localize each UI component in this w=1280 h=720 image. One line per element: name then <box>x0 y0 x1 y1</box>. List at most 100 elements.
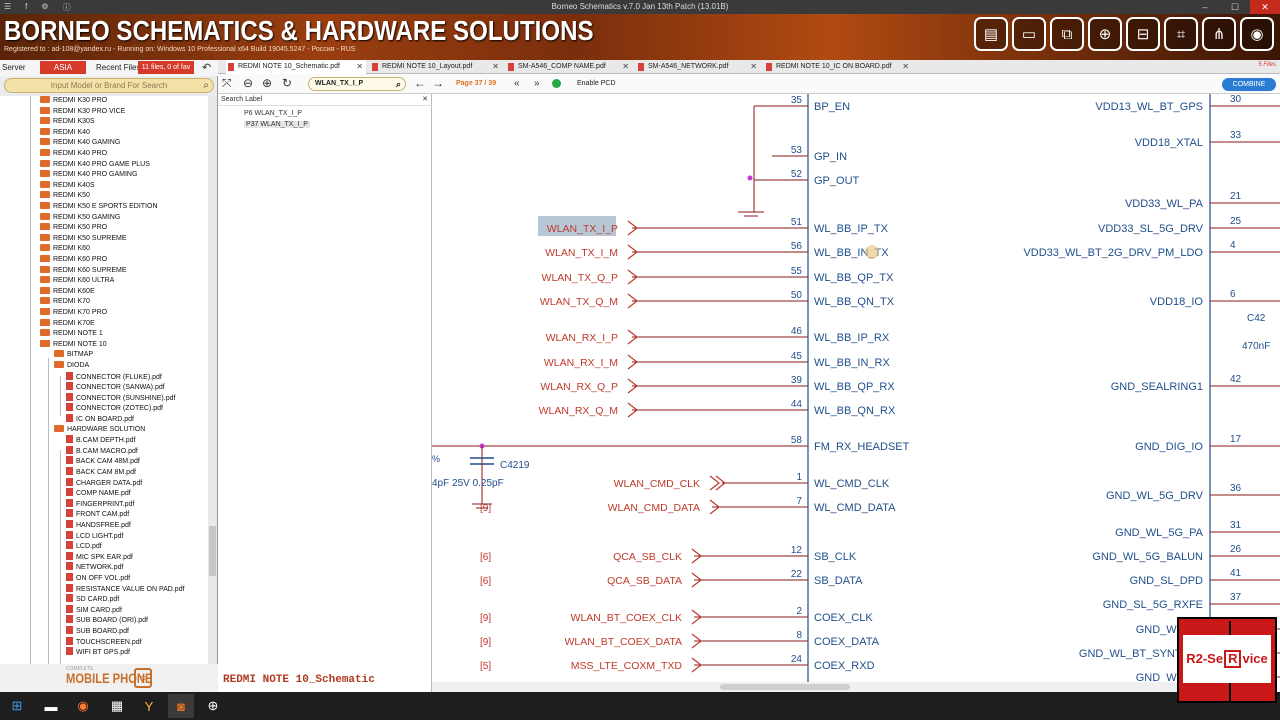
tree-file-item[interactable]: CONNECTOR (ZOTEC).pdf <box>66 403 163 414</box>
close-panel-icon[interactable]: ✕ <box>422 96 428 103</box>
app-grid-icon[interactable]: ▦ <box>110 698 124 713</box>
recent-files-label[interactable]: Recent Files <box>96 63 141 72</box>
tree-file-item[interactable]: LCD.pdf <box>66 541 102 552</box>
tree-file-item[interactable]: WIFI BT GPS.pdf <box>66 647 130 658</box>
search-icon[interactable]: ⌕ <box>203 80 209 91</box>
close-button[interactable]: ✕ <box>1250 0 1280 14</box>
tree-folder-item[interactable]: REDMI K50 GAMING <box>40 212 120 224</box>
tree-file-item[interactable]: LCD LIGHT.pdf <box>66 530 123 542</box>
menu-icon[interactable]: ☰ <box>4 2 12 11</box>
document-tab[interactable]: SM-A546_NETWORK.pdf✕ <box>636 60 760 74</box>
prev-result-icon[interactable]: ← <box>414 76 426 90</box>
close-tab-icon[interactable]: ✕ <box>902 62 909 71</box>
find-label-input[interactable]: WLAN_TX_I_P ⌕ <box>308 77 406 91</box>
tree-folder-item[interactable]: REDMI K60 SUPREME <box>40 265 127 277</box>
back-icon[interactable]: ↶ <box>202 62 212 74</box>
tree-folder-item[interactable]: REDMI K50 E SPORTS EDITION <box>40 202 158 213</box>
tree-file-item[interactable]: B.CAM MACRO.pdf <box>66 445 138 457</box>
file-explorer-icon[interactable]: ▬ <box>44 698 58 714</box>
tree-folder-item[interactable]: REDMI K40 PRO GAME PLUS <box>40 159 150 171</box>
files-badge[interactable]: 11 files, 0 of fav <box>138 61 194 74</box>
borneo-app-icon[interactable]: ◙ <box>168 694 194 718</box>
tree-folder-item[interactable]: REDMI K40 GAMING <box>40 138 120 149</box>
tree-file-item[interactable]: SUB BOARD.pdf <box>66 626 129 637</box>
tree-folder-item[interactable]: BITMAP <box>54 350 93 361</box>
last-page-icon[interactable]: » <box>534 78 540 89</box>
schematic-hscrollbar[interactable] <box>432 682 1268 692</box>
zoom-icon[interactable]: ⊕ <box>1088 17 1122 51</box>
devices-icon[interactable]: ⧉ <box>1050 17 1084 51</box>
tree-scrollbar[interactable] <box>208 96 217 664</box>
tree-folder-item[interactable]: REDMI K40S <box>40 180 95 192</box>
tree-file-item[interactable]: IC ON BOARD.pdf <box>66 414 134 425</box>
tree-folder-item[interactable]: REDMI NOTE 10 <box>40 339 107 351</box>
tree-file-item[interactable]: COMP NAME.pdf <box>66 488 131 499</box>
minimize-button[interactable]: – <box>1202 2 1208 12</box>
tree-file-item[interactable]: RESISTANCE VALUE ON PAD.pdf <box>66 583 185 595</box>
tree-file-item[interactable]: FINGERPRINT.pdf <box>66 498 134 510</box>
tree-folder-item[interactable]: DIODA <box>54 361 89 372</box>
tree-file-item[interactable]: FRONT CAM.pdf <box>66 509 129 520</box>
search-result-selected[interactable]: P37 WLAN_TX_I_P <box>244 121 310 128</box>
close-tab-icon[interactable]: ✕ <box>356 62 363 71</box>
tree-file-item[interactable]: CONNECTOR (FLUKE).pdf <box>66 371 162 383</box>
region-badge[interactable]: ASIA <box>40 61 86 74</box>
window-icon[interactable]: ⊟ <box>1126 17 1160 51</box>
tree-file-item[interactable]: TOUCHSCREEN.pdf <box>66 636 142 648</box>
tree-file-item[interactable]: CHARGER DATA.pdf <box>66 477 142 489</box>
tree-folder-item[interactable]: REDMI K50 PRO <box>40 223 107 234</box>
tree-folder-item[interactable]: REDMI K30 PRO VICE <box>40 106 125 118</box>
close-tab-icon[interactable]: ✕ <box>750 62 757 71</box>
tree-folder-item[interactable]: REDMI K70 <box>40 297 90 308</box>
tree-folder-item[interactable]: REDMI K70E <box>40 318 95 330</box>
tree-file-item[interactable]: SD CARD.pdf <box>66 594 119 605</box>
document-tab[interactable]: REDMI NOTE 10_IC ON BOARD.pdf✕ <box>764 60 912 74</box>
maximize-button[interactable]: ☐ <box>1230 2 1240 12</box>
add-icon[interactable]: ⊕ <box>207 698 219 713</box>
info-icon[interactable]: ⓘ <box>62 3 71 12</box>
search-result[interactable]: P6 WLAN_TX_I_P <box>244 110 302 117</box>
share-icon[interactable]: ⋔ <box>1202 17 1236 51</box>
model-search-input[interactable]: Input Model or Brand For Search ⌕ <box>4 78 214 93</box>
tree-folder-item[interactable]: REDMI NOTE 1 <box>40 329 103 340</box>
tree-folder-item[interactable]: REDMI K70 PRO <box>40 308 107 319</box>
tree-file-item[interactable]: HANDSFREE.pdf <box>66 520 131 531</box>
tree-folder-item[interactable]: REDMI K50 <box>40 191 90 202</box>
tree-folder-item[interactable]: REDMI K60 <box>40 244 90 255</box>
capture-icon[interactable]: ⌗ <box>1164 17 1198 51</box>
next-result-icon[interactable]: → <box>432 76 444 90</box>
tree-folder-item[interactable]: REDMI K50 SUPREME <box>40 233 127 245</box>
firefox-icon[interactable]: ◉ <box>77 698 89 713</box>
document-icon[interactable]: ▤ <box>974 17 1008 51</box>
document-tab[interactable]: REDMI NOTE 10_Layout.pdf✕ <box>370 60 502 74</box>
close-tab-icon[interactable]: ✕ <box>622 62 629 71</box>
combine-button[interactable]: COMBINE <box>1222 78 1276 91</box>
enable-pcd-label[interactable]: Enable PCD <box>577 80 616 87</box>
pcd-status-dot[interactable] <box>552 79 561 88</box>
tree-file-item[interactable]: BACK CAM 8M.pdf <box>66 467 136 478</box>
windows-start-icon[interactable]: ⊞ <box>11 698 23 713</box>
tree-folder-item[interactable]: REDMI K60 PRO <box>40 255 107 266</box>
tree-folder-item[interactable]: REDMI K60 ULTRA <box>40 276 114 287</box>
tree-folder-item[interactable]: HARDWARE SOLUTION <box>54 424 145 436</box>
tree-file-item[interactable]: CONNECTOR (SUNSHINE).pdf <box>66 392 175 404</box>
tree-file-item[interactable]: ON OFF VOL.pdf <box>66 573 130 584</box>
tree-folder-item[interactable]: REDMI K30S <box>40 117 95 128</box>
tree-file-item[interactable]: NETWORK.pdf <box>66 562 123 573</box>
find-search-icon[interactable]: ⌕ <box>395 79 401 89</box>
monitor-icon[interactable]: ▭ <box>1012 17 1046 51</box>
zoom-in-icon[interactable]: ⊕ <box>262 76 273 90</box>
document-tab[interactable]: REDMI NOTE 10_Schematic.pdf✕ <box>226 60 366 74</box>
user-icon[interactable]: ◉ <box>1240 17 1274 51</box>
tree-folder-item[interactable]: REDMI K40 PRO GAMING <box>40 170 137 181</box>
tree-folder-item[interactable]: REDMI K60E <box>40 286 95 298</box>
document-tab[interactable]: SM-A546_COMP NAME.pdf✕ <box>506 60 632 74</box>
tree-folder-item[interactable]: REDMI K30 PRO <box>40 96 107 107</box>
first-page-icon[interactable]: « <box>514 78 520 89</box>
zoom-out-icon[interactable]: ⊖ <box>243 76 254 90</box>
fit-icon[interactable]: ⤧ <box>222 76 232 90</box>
tree-file-item[interactable]: MIC SPK EAR.pdf <box>66 551 133 563</box>
tree-folder-item[interactable]: REDMI K40 PRO <box>40 149 107 160</box>
server-dropdown[interactable]: Server <box>2 63 26 72</box>
